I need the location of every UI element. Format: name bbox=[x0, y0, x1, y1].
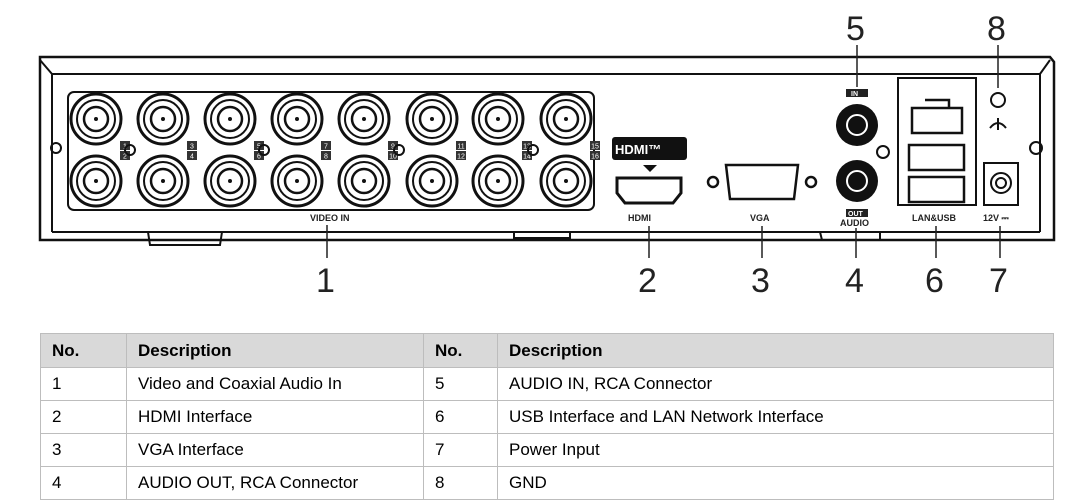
callout-2: 2 bbox=[638, 262, 657, 300]
header-no: No. bbox=[423, 333, 498, 368]
bnc-connector-icon bbox=[69, 92, 123, 146]
svg-text:HDMI: HDMI bbox=[628, 213, 651, 223]
header-description: Description bbox=[126, 333, 424, 368]
number-cell: 7 bbox=[423, 433, 498, 467]
description-cell: VGA Interface bbox=[126, 433, 424, 467]
bnc-connector-icon bbox=[539, 154, 593, 208]
description-cell: Video and Coaxial Audio In bbox=[126, 367, 424, 401]
lan-port-icon bbox=[910, 98, 964, 135]
bnc-connector-icon bbox=[337, 154, 391, 208]
channel-number: 8 bbox=[324, 154, 328, 161]
description-cell: AUDIO IN, RCA Connector bbox=[497, 367, 1054, 401]
number-cell: 4 bbox=[40, 466, 127, 500]
power-input-icon bbox=[990, 172, 1012, 194]
callout-5: 5 bbox=[846, 10, 865, 48]
svg-text:LAN&USB: LAN&USB bbox=[912, 213, 956, 223]
bnc-connector-icon bbox=[405, 154, 459, 208]
bnc-connector-icon bbox=[136, 154, 190, 208]
description-cell: USB Interface and LAN Network Interface bbox=[497, 400, 1054, 434]
bnc-connector-icon bbox=[136, 92, 190, 146]
channel-number: 7 bbox=[324, 144, 328, 151]
number-cell: 6 bbox=[423, 400, 498, 434]
number-cell: 1 bbox=[40, 367, 127, 401]
channel-number: 3 bbox=[190, 144, 194, 151]
bnc-connector-icon bbox=[69, 154, 123, 208]
bnc-connector-icon bbox=[471, 92, 525, 146]
header-no: No. bbox=[40, 333, 127, 368]
channel-number: 12 bbox=[457, 154, 465, 161]
description-cell: GND bbox=[497, 466, 1054, 500]
bnc-connector-icon bbox=[471, 154, 525, 208]
number-cell: 3 bbox=[40, 433, 127, 467]
table-header-row: No. Description No. Description bbox=[40, 333, 1054, 368]
audio-out-rca-icon bbox=[836, 160, 878, 202]
number-cell: 2 bbox=[40, 400, 127, 434]
number-cell: 8 bbox=[423, 466, 498, 500]
channel-number: 2 bbox=[123, 154, 127, 161]
callout-1: 1 bbox=[316, 262, 335, 300]
channel-number: 16 bbox=[591, 154, 599, 161]
callout-8: 8 bbox=[987, 10, 1006, 48]
channel-number: 14 bbox=[523, 154, 531, 161]
svg-text:IN: IN bbox=[851, 91, 858, 98]
channel-number: 10 bbox=[389, 154, 397, 161]
hdmi-logo-icon bbox=[612, 137, 687, 160]
channel-number: 15 bbox=[591, 144, 599, 151]
channel-number: 11 bbox=[457, 144, 464, 151]
bnc-connector-icon bbox=[203, 92, 257, 146]
description-cell: HDMI Interface bbox=[126, 400, 424, 434]
channel-number: 13 bbox=[523, 144, 531, 151]
svg-text:AUDIO: AUDIO bbox=[840, 218, 869, 228]
hdmi-port-icon bbox=[615, 176, 683, 205]
bnc-connector-icon bbox=[405, 92, 459, 146]
channel-number: 4 bbox=[190, 154, 194, 161]
usb-port-icon bbox=[907, 175, 966, 204]
channel-number: 6 bbox=[257, 154, 261, 161]
svg-text:VGA: VGA bbox=[750, 213, 770, 223]
number-cell: 5 bbox=[423, 367, 498, 401]
usb-port-icon bbox=[907, 143, 966, 172]
svg-text:12V ⎓: 12V ⎓ bbox=[983, 213, 1010, 223]
callout-3: 3 bbox=[751, 262, 770, 300]
bnc-connector-icon bbox=[337, 92, 391, 146]
svg-text:VIDEO IN: VIDEO IN bbox=[310, 213, 350, 223]
svg-text:OUT: OUT bbox=[848, 211, 864, 218]
header-description: Description bbox=[497, 333, 1054, 368]
bnc-connector-icon bbox=[539, 92, 593, 146]
bnc-connector-icon bbox=[270, 92, 324, 146]
callout-7: 7 bbox=[989, 262, 1008, 300]
callout-6: 6 bbox=[925, 262, 944, 300]
callout-numbers: 1 2 3 4 5 6 7 8 bbox=[316, 10, 1008, 300]
bnc-connector-icon bbox=[270, 154, 324, 208]
channel-number: 9 bbox=[391, 144, 395, 151]
description-cell: AUDIO OUT, RCA Connector bbox=[126, 466, 424, 500]
gnd-terminal-icon bbox=[989, 92, 1007, 130]
svg-text:HDMI™: HDMI™ bbox=[615, 142, 661, 157]
bnc-connector-icon bbox=[203, 154, 257, 208]
callout-4: 4 bbox=[845, 262, 864, 300]
vga-port-icon bbox=[706, 163, 818, 201]
description-cell: Power Input bbox=[497, 433, 1054, 467]
audio-in-rca-icon bbox=[836, 104, 878, 146]
